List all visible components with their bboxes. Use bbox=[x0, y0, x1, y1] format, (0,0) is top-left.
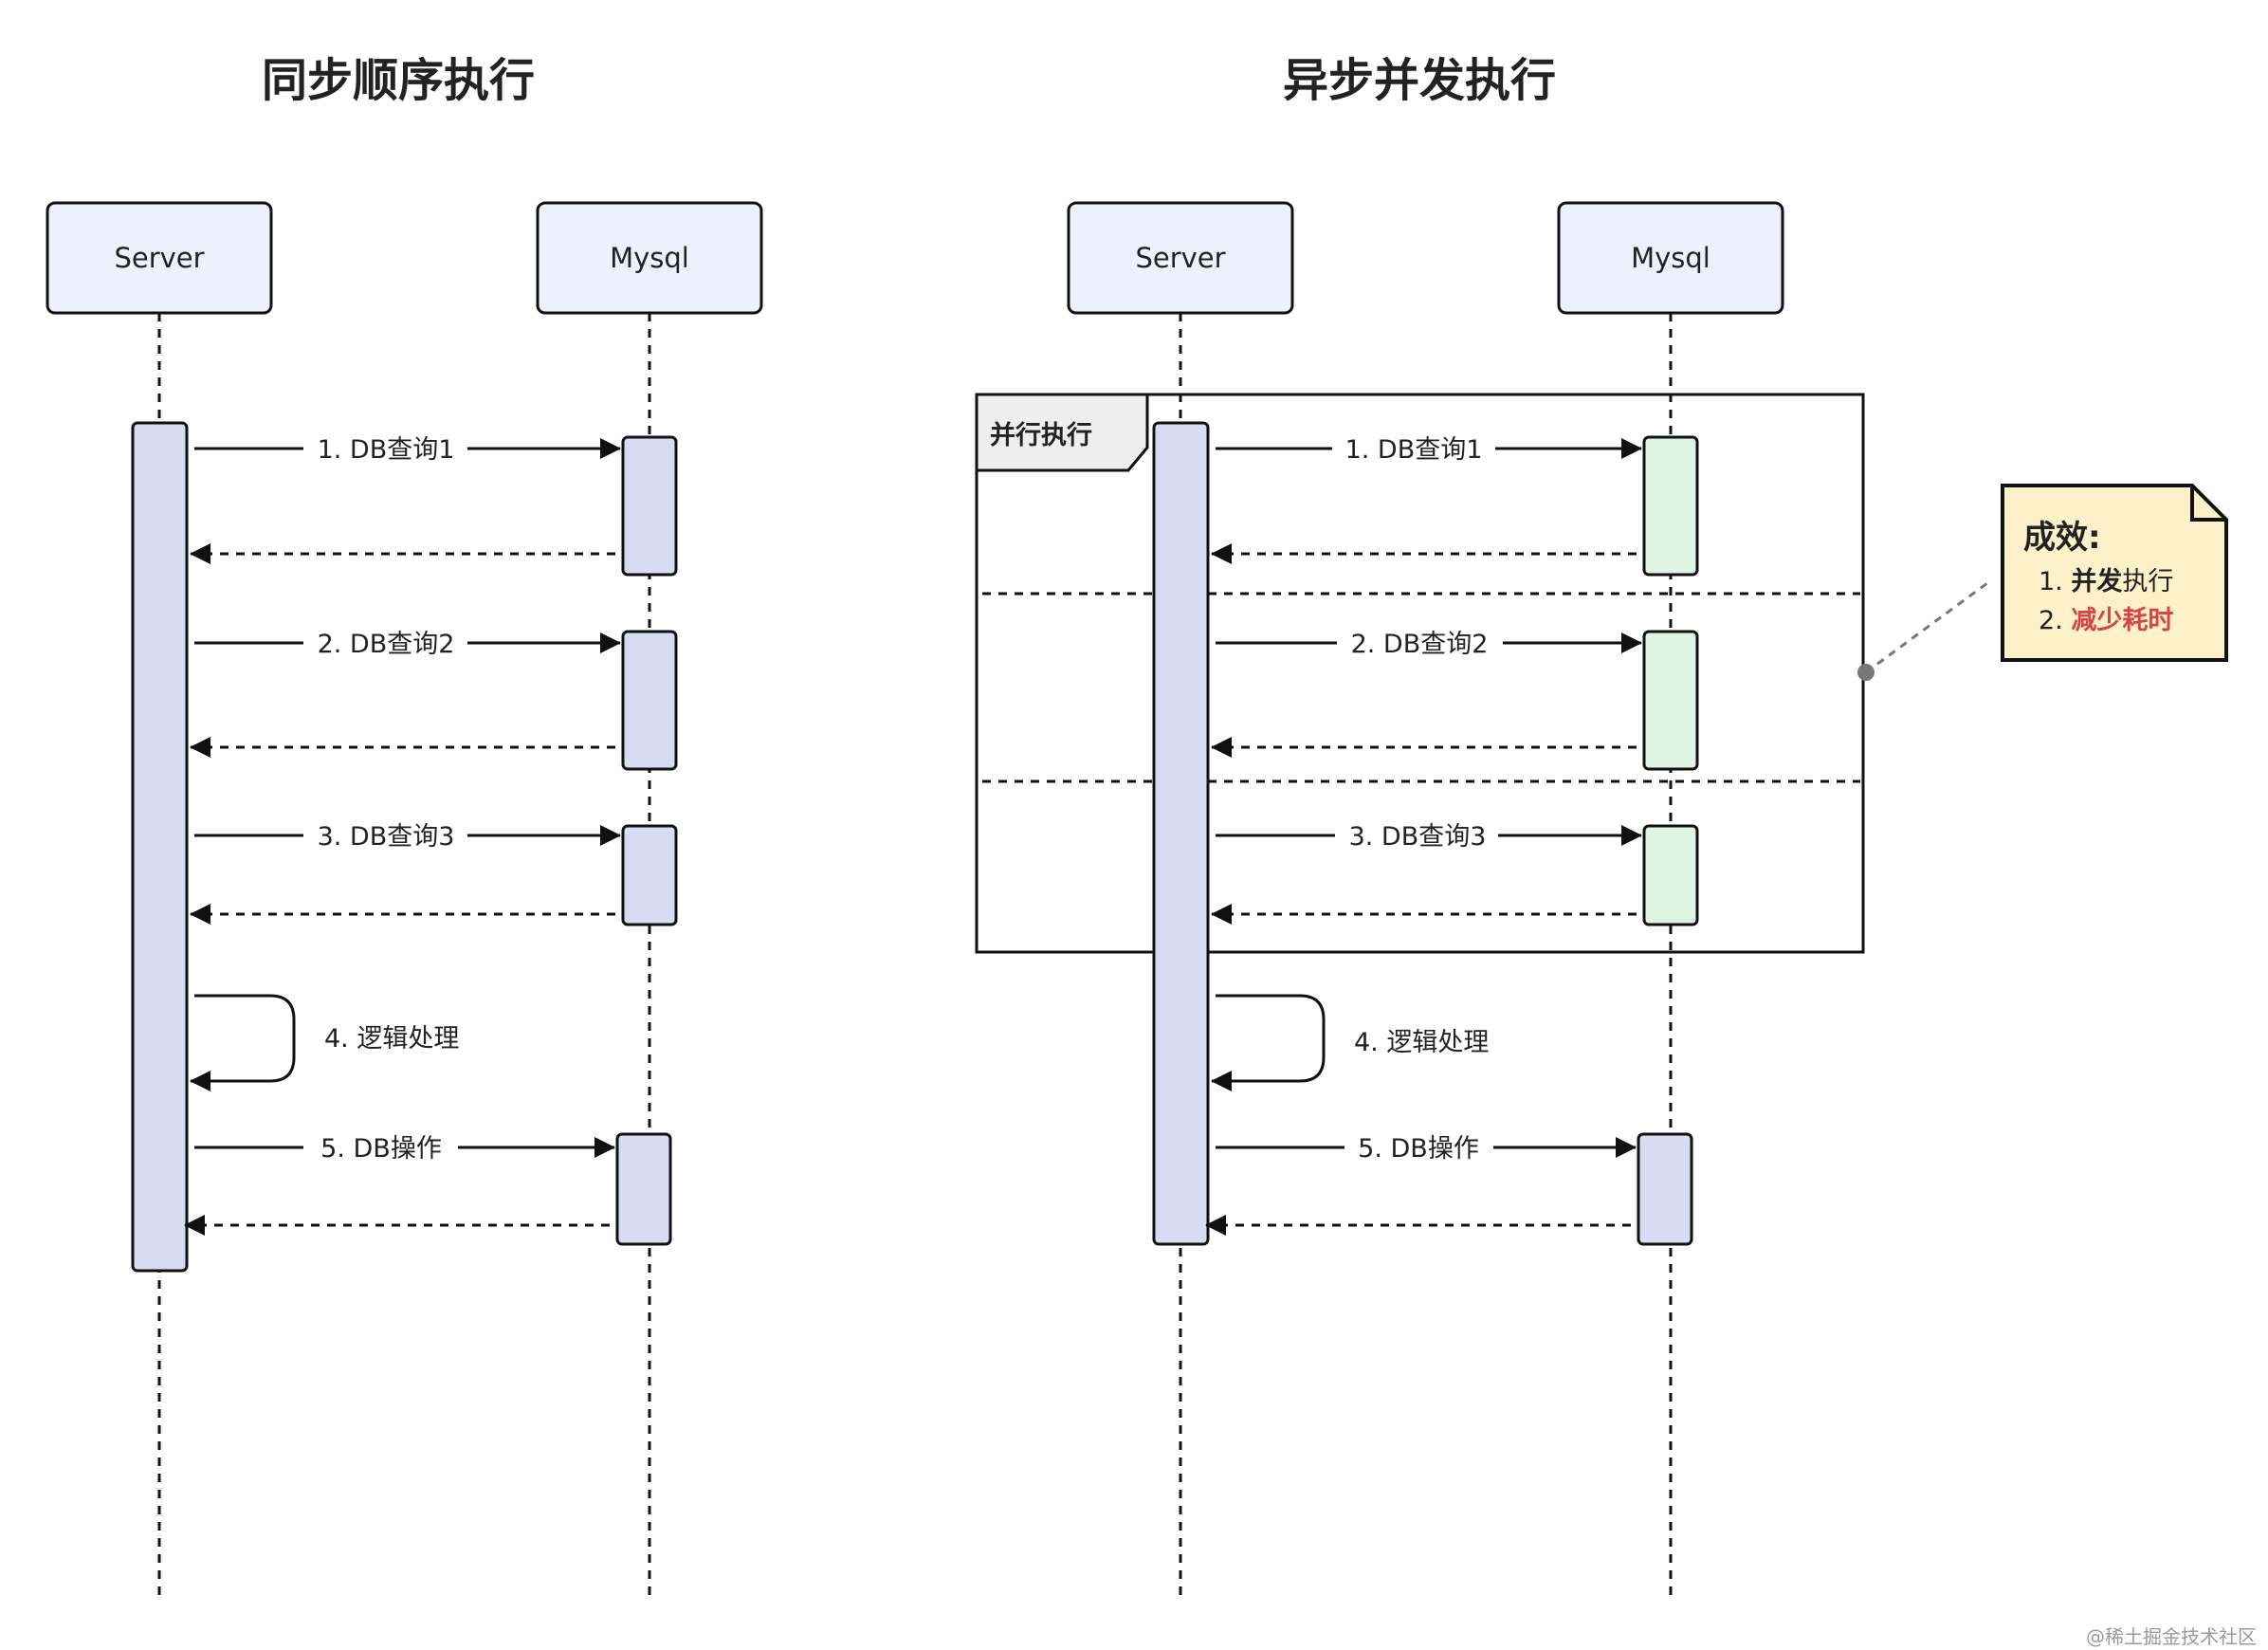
async-q2-label: 2. DB查询2 bbox=[1351, 630, 1489, 659]
watermark: @稀土掘金技术社区 bbox=[2086, 1625, 2257, 1648]
sync-q1-label: 1. DB查询1 bbox=[318, 435, 455, 465]
result-note-item-1-strong: 并发 bbox=[2071, 566, 2122, 596]
result-note-fold bbox=[2190, 486, 2226, 522]
sync-mysql-actor bbox=[536, 201, 763, 315]
sync-diagram-title: 同步顺序执行 bbox=[262, 54, 535, 107]
parallel-frame bbox=[975, 393, 1865, 954]
sync-server-actor bbox=[46, 201, 273, 315]
sync-logic-label: 4. 逻辑处理 bbox=[324, 1024, 459, 1054]
async-mysql-actor bbox=[1557, 201, 1784, 315]
async-mysql-activation-q3 bbox=[1642, 824, 1699, 926]
parallel-frame-label: 并行执行 bbox=[990, 420, 1092, 450]
async-server-actor-label: Server bbox=[1135, 242, 1225, 274]
result-note bbox=[2001, 484, 2228, 662]
async-logic-label: 4. 逻辑处理 bbox=[1354, 1028, 1489, 1057]
sync-mysql-activation-q2 bbox=[621, 630, 678, 771]
parallel-frame-tab bbox=[975, 393, 1149, 472]
result-note-item-1-num: 1. bbox=[2039, 567, 2071, 596]
sync-server-actor-label: Server bbox=[114, 242, 204, 274]
note-connector-dot bbox=[1857, 664, 1875, 681]
result-note-item-2-num: 2. bbox=[2039, 606, 2071, 635]
async-q1-label: 1. DB查询1 bbox=[1345, 435, 1483, 465]
async-server-activation bbox=[1152, 421, 1210, 1246]
result-note-item-2: 2. 减少耗时 bbox=[2039, 606, 2173, 635]
sync-mysql-activation-op bbox=[615, 1132, 672, 1246]
sync-diagram: Server Mysql 1. DB查询1 2. DB查询2 3. DB查询3 … bbox=[46, 201, 763, 1603]
async-logic-self-arrow bbox=[1211, 994, 1326, 1091]
sync-q3-label: 3. DB查询3 bbox=[318, 822, 455, 852]
sync-op-label: 5. DB操作 bbox=[320, 1134, 442, 1164]
result-note-title: 成效: bbox=[2023, 519, 2101, 557]
async-mysql-activation-q2 bbox=[1642, 630, 1699, 771]
async-q3-label: 3. DB查询3 bbox=[1349, 822, 1487, 852]
async-mysql-activation-op bbox=[1637, 1132, 1693, 1246]
async-server-actor bbox=[1067, 201, 1294, 315]
sync-mysql-actor-label: Mysql bbox=[610, 242, 689, 274]
async-op-label: 5. DB操作 bbox=[1358, 1134, 1479, 1164]
sync-server-activation bbox=[131, 421, 189, 1273]
async-mysql-actor-label: Mysql bbox=[1631, 242, 1710, 274]
sync-mysql-activation-q1 bbox=[621, 435, 678, 577]
sync-logic-self-arrow bbox=[190, 994, 296, 1091]
async-diagram-title: 异步并发执行 bbox=[1283, 54, 1556, 107]
result-note-item-1-rest: 执行 bbox=[2122, 567, 2173, 596]
sync-mysql-activation-q3 bbox=[621, 824, 678, 926]
async-diagram: Server Mysql 并行执行 1. DB查询1 2. DB查询2 3. D… bbox=[975, 201, 2228, 1603]
sync-q2-label: 2. DB查询2 bbox=[318, 630, 455, 659]
result-note-item-1: 1. 并发执行 bbox=[2039, 566, 2173, 596]
result-note-item-2-strong: 减少耗时 bbox=[2071, 606, 2173, 635]
async-mysql-activation-q1 bbox=[1642, 435, 1699, 577]
note-connector-line bbox=[1865, 578, 1992, 674]
